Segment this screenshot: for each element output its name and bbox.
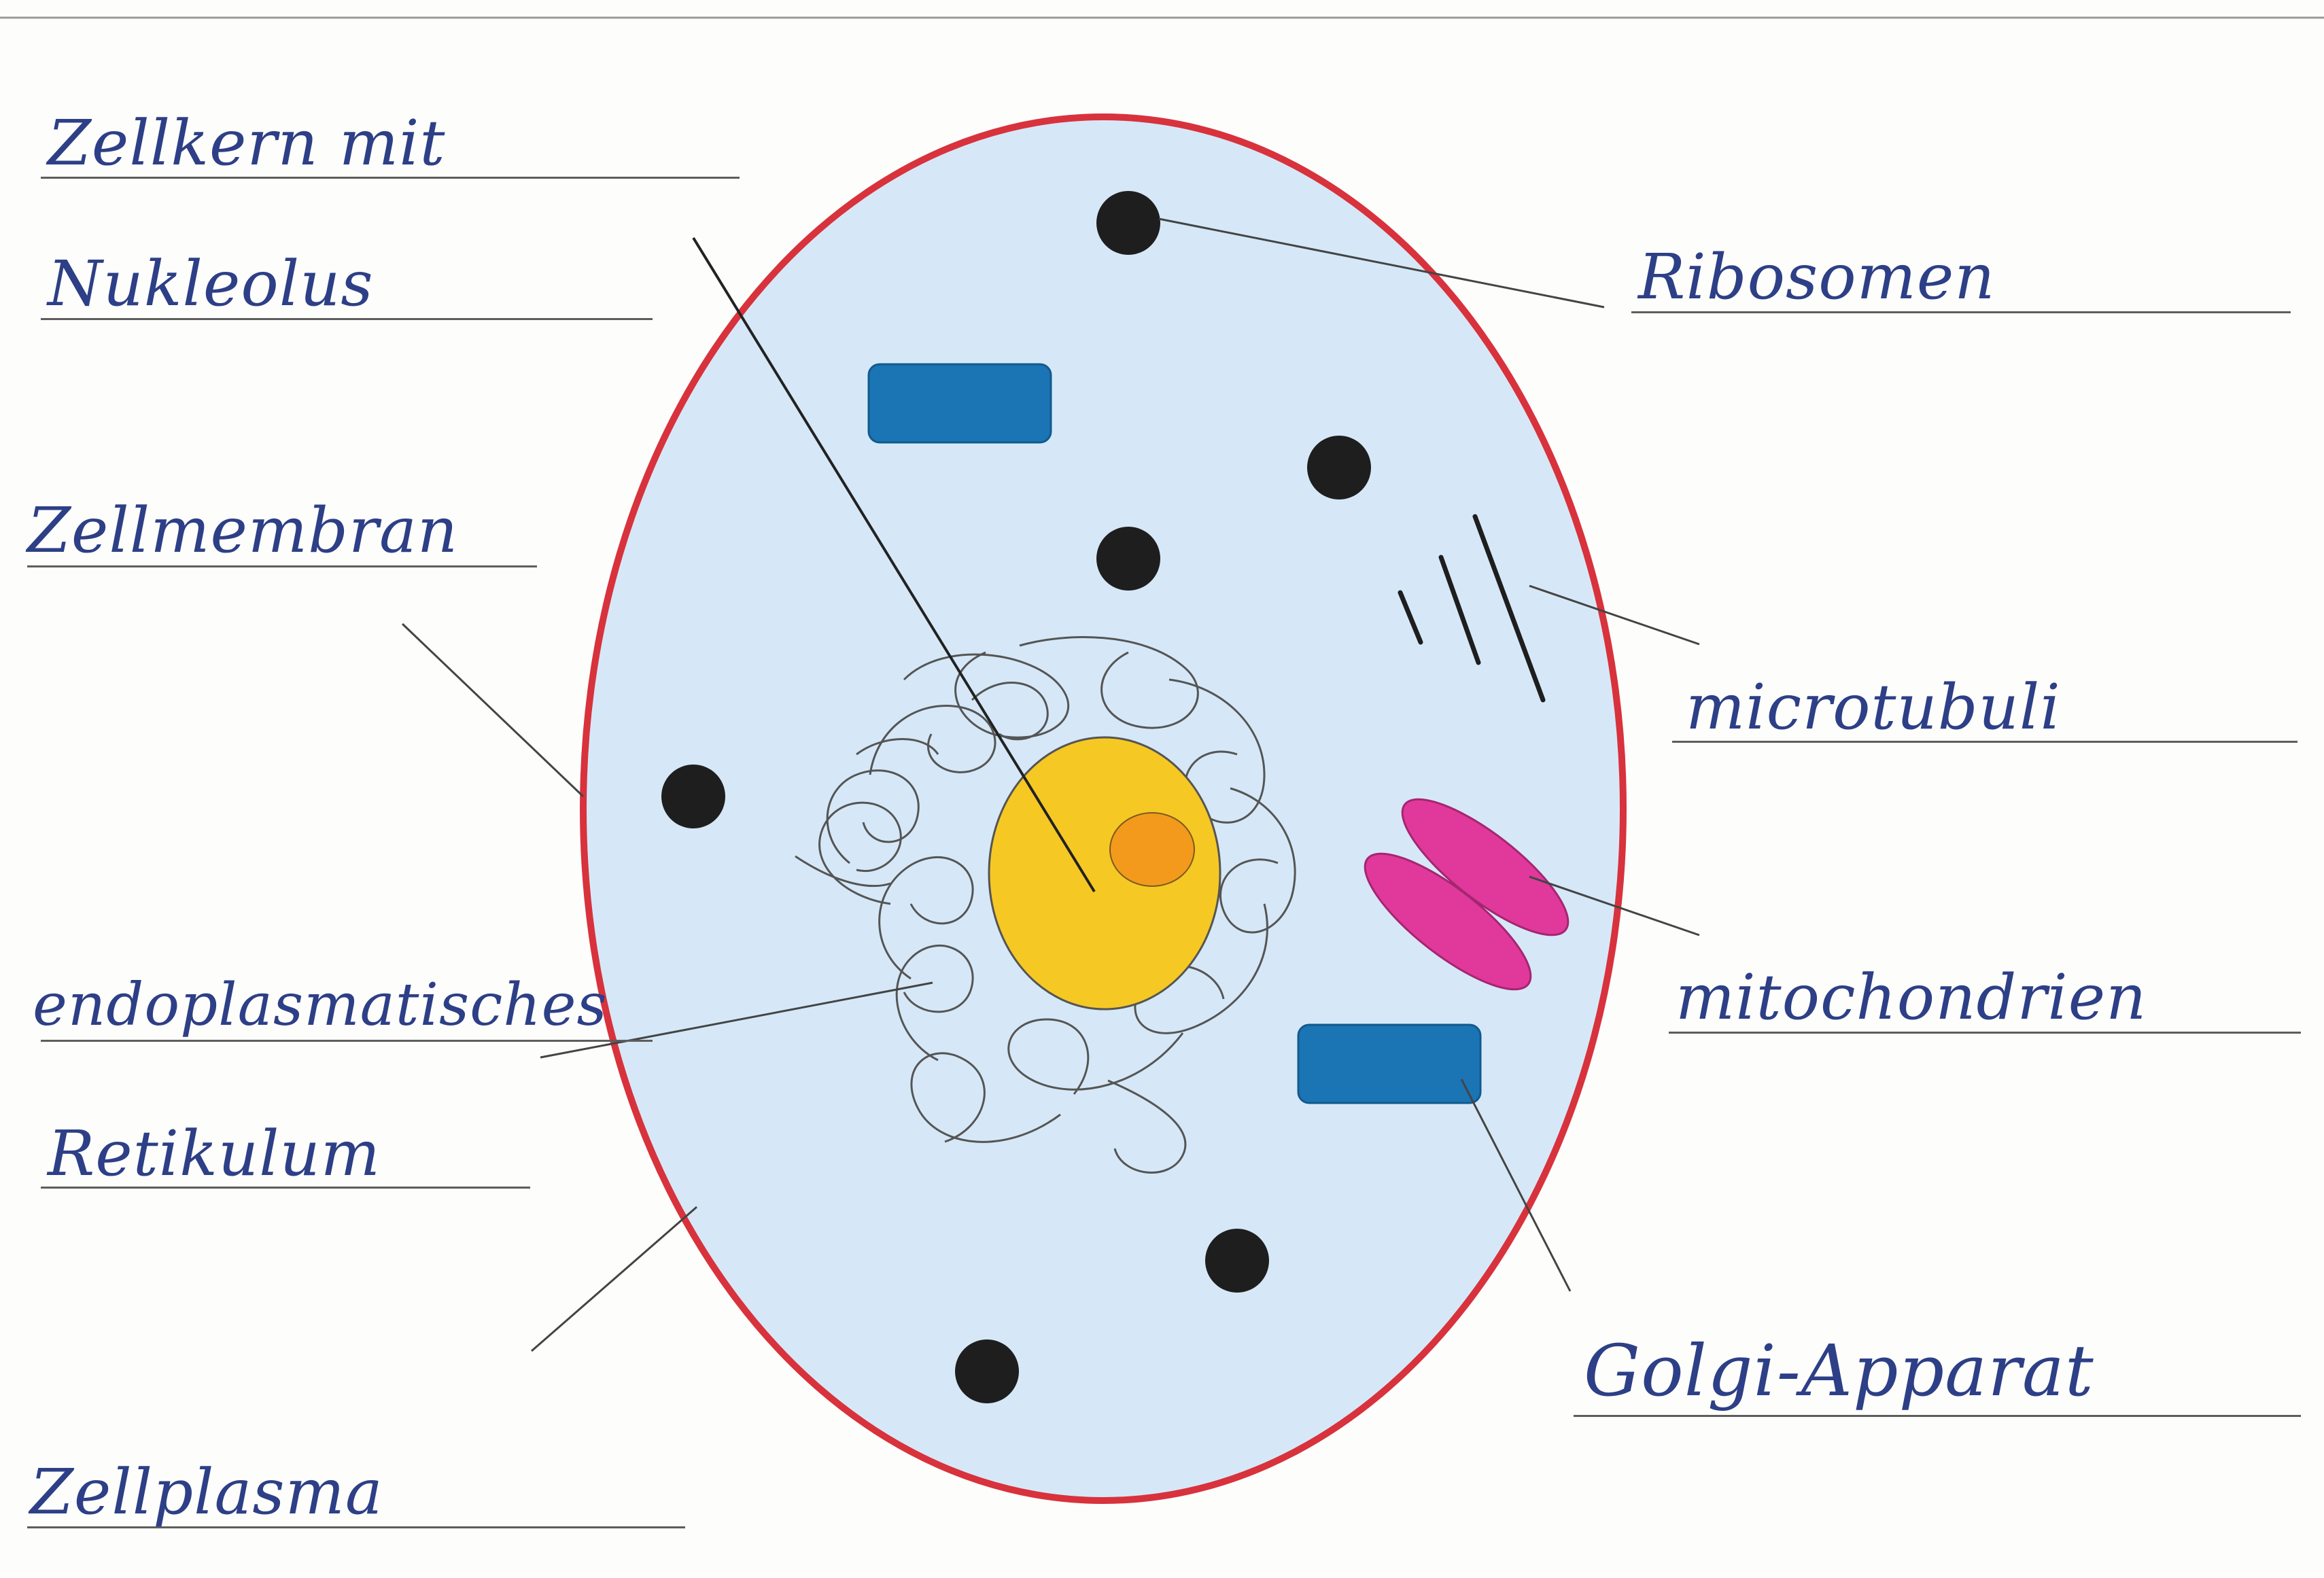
label-microtubuli: microtubuli bbox=[1686, 676, 2061, 739]
label-zellkern-line2: Nukleolus bbox=[48, 253, 374, 315]
label-er-line2: Retikulum bbox=[48, 1123, 381, 1185]
ribosome bbox=[1096, 191, 1160, 255]
rule-golgi bbox=[1574, 1415, 2301, 1417]
label-golgi: Golgi-Apparat bbox=[1584, 1335, 2094, 1406]
golgi-apparatus bbox=[869, 364, 1051, 442]
pointer-zellplasma bbox=[532, 1207, 697, 1351]
label-mitochondrien: mitochondrien bbox=[1676, 966, 2147, 1029]
ribosome bbox=[1307, 436, 1371, 499]
label-er-line1: endoplasmatisches bbox=[33, 976, 608, 1034]
label-zellplasma: Zellplasma bbox=[30, 1461, 383, 1524]
ribosome bbox=[1205, 1229, 1269, 1293]
label-zellmembran: Zellmembran bbox=[27, 499, 458, 562]
rule-er-line1 bbox=[41, 1040, 653, 1042]
pointer-zellmembran bbox=[402, 624, 583, 796]
nucleolus bbox=[1110, 813, 1194, 886]
golgi-apparatus bbox=[1298, 1025, 1480, 1103]
ribosome bbox=[661, 765, 725, 828]
ribosome bbox=[955, 1339, 1019, 1403]
label-ribosomen: Ribosomen bbox=[1638, 246, 1996, 309]
ribosome bbox=[1096, 527, 1160, 591]
label-zellkern-line1: Zellkern mit bbox=[48, 112, 446, 175]
